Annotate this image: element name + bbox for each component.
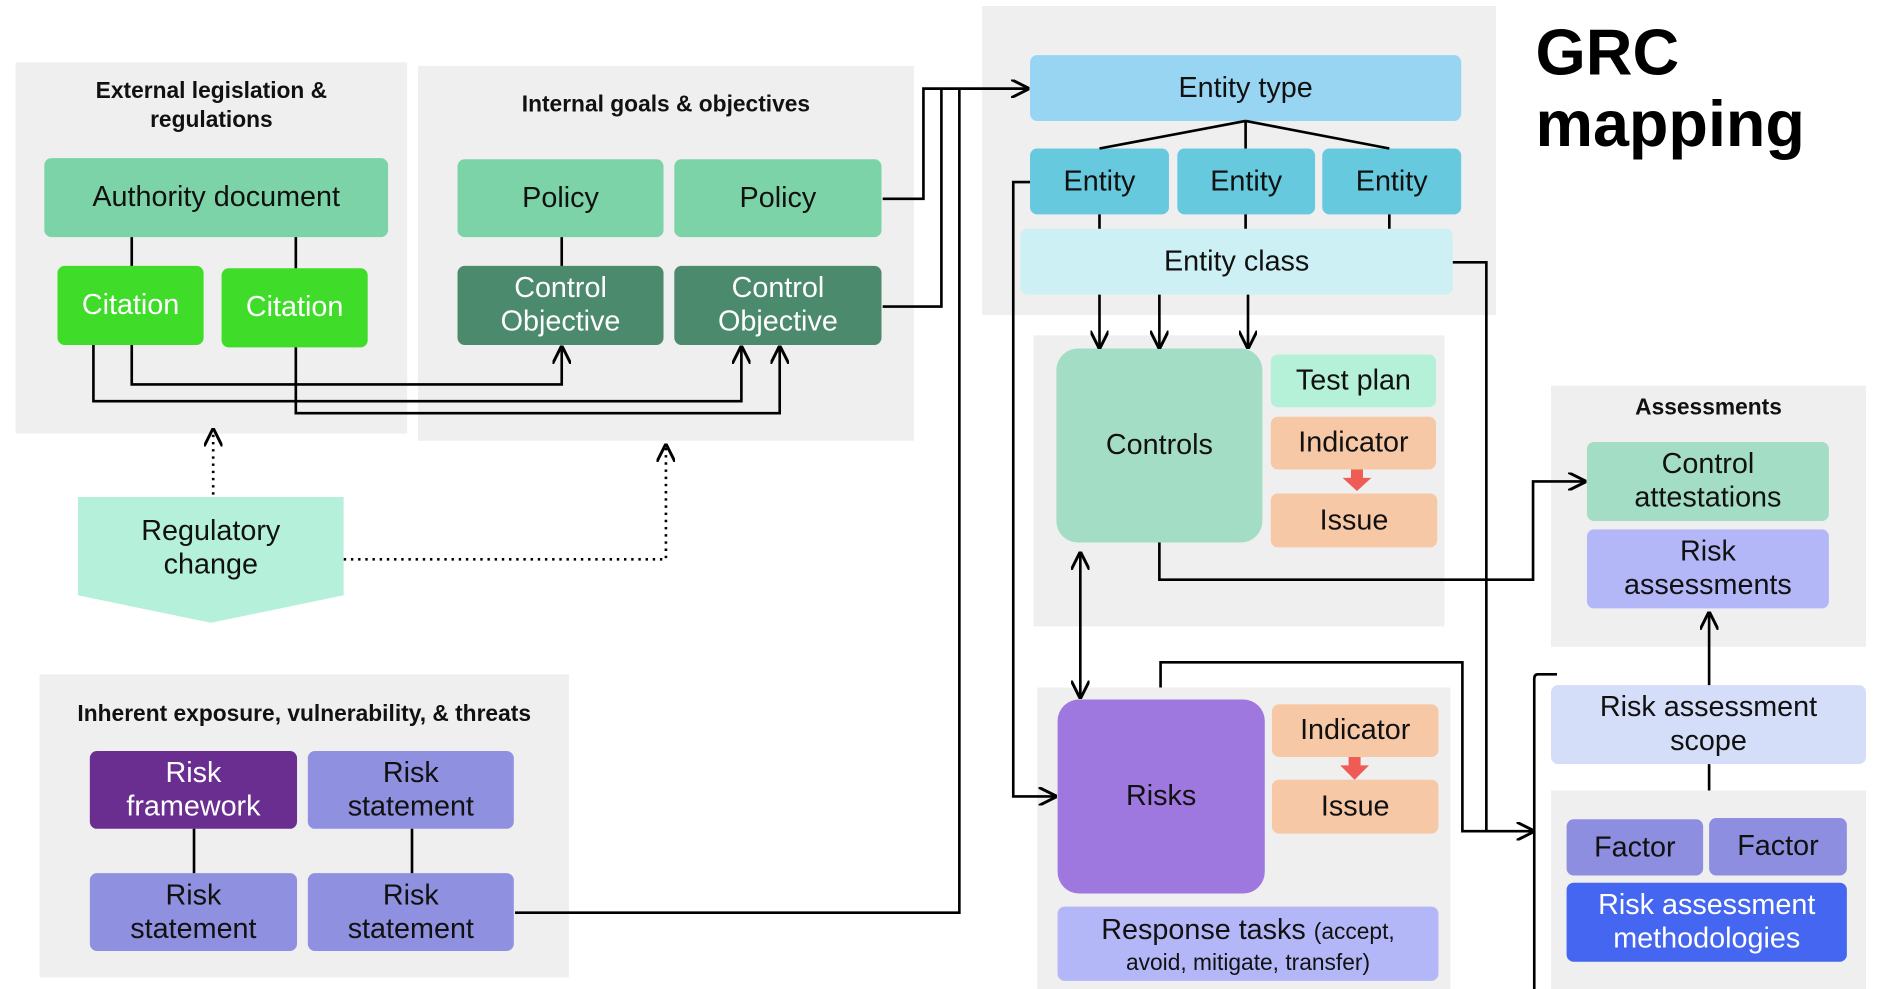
risk-assessment-scope: Risk assessment scope (1551, 685, 1867, 765)
citation-1: Citation (57, 265, 204, 345)
entity-type: Entity type (1030, 55, 1462, 121)
red-arrow-icons (1340, 469, 1372, 780)
entity-3: Entity (1322, 148, 1462, 215)
control-objective-1: Control Objective (457, 265, 664, 345)
risk-statement-3: Risk statement (307, 873, 514, 951)
response-tasks-detail: (accept, avoid, mitigate, transfer) (1125, 919, 1395, 977)
panel-title: Inherent exposure, vulnerability, & thre… (77, 701, 531, 728)
risks-indicator: Indicator (1271, 704, 1439, 757)
panel-title: Internal goals & objectives (521, 92, 811, 118)
factor-1: Factor (1566, 819, 1704, 876)
factor-2: Factor (1709, 818, 1847, 876)
entity-class: Entity class (1020, 228, 1453, 295)
red-down-arrow-icon (1342, 469, 1372, 492)
risks-issue: Issue (1271, 779, 1439, 834)
regulatory-change: Regulatory change (141, 515, 281, 581)
panel-title: External legislation & regulations (95, 79, 328, 133)
risk-framework: Risk framework (89, 750, 298, 829)
risk-statement-2: Risk statement (89, 873, 298, 951)
entity-2: Entity (1177, 148, 1316, 215)
risk-assessment-methodologies: Risk assessment methodologies (1566, 882, 1847, 962)
test-plan: Test plan (1270, 354, 1437, 408)
control-attestations: Control attestations (1586, 441, 1829, 521)
risk-statement-1: Risk statement (307, 750, 514, 829)
risk-assessments: Risk assessments (1586, 529, 1829, 609)
controls: Controls (1056, 348, 1263, 543)
citation-2: Citation (221, 268, 368, 348)
red-down-arrow-icon (1340, 756, 1369, 780)
control-objective-2: Control Objective (674, 265, 882, 345)
internal-goals-panel: Internal goals & objectives (417, 65, 914, 441)
authority-document: Authority document (44, 158, 389, 238)
policy-2: Policy (674, 159, 882, 238)
diagram-title: GRC mapping (1535, 16, 1805, 161)
external-legislation-panel: External legislation & regulations (15, 62, 408, 434)
risks: Risks (1057, 699, 1265, 894)
panel-title: Assessments (1635, 395, 1782, 421)
response-tasks: Response tasks (accept, avoid, mitigate,… (1057, 906, 1439, 981)
connector-lines (92, 89, 1709, 989)
controls-indicator: Indicator (1270, 416, 1437, 470)
policy-1: Policy (457, 159, 664, 238)
response-tasks-label: Response tasks (1101, 913, 1306, 947)
entity-1: Entity (1030, 148, 1169, 215)
regulatory-change-shape (77, 497, 344, 623)
controls-issue: Issue (1270, 493, 1438, 548)
